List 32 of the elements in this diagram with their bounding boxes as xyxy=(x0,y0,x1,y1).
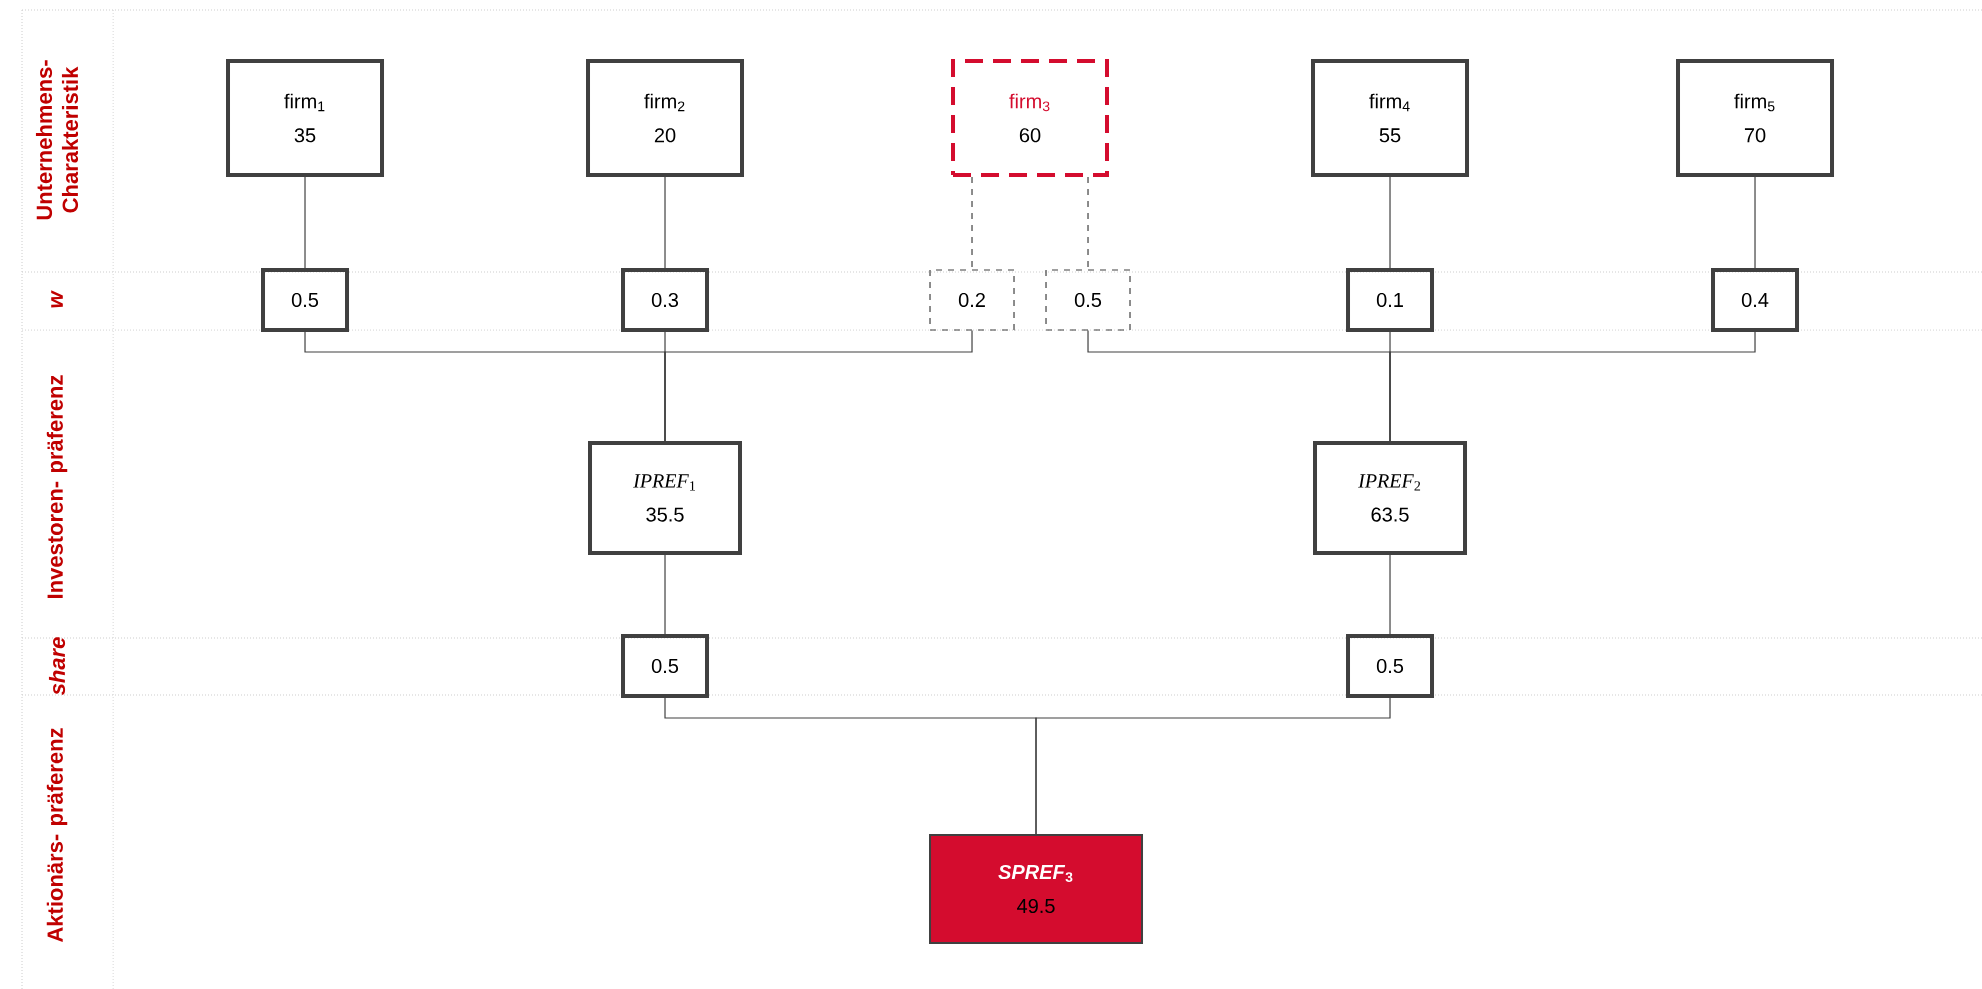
weight-box: 0.2 xyxy=(929,269,1015,331)
connector-line xyxy=(304,176,306,269)
preference-box: IPREF$_{1}$ 35.5 xyxy=(588,441,742,555)
connector-line xyxy=(971,176,973,270)
value-box: firm$_{4}$ 55 xyxy=(1311,59,1469,177)
connector-line xyxy=(1754,176,1756,269)
connector-line xyxy=(664,330,973,442)
row-label: share xyxy=(48,637,66,696)
connector-line xyxy=(1389,176,1391,269)
connector-line xyxy=(664,176,666,269)
weight-box: 0.5 xyxy=(1045,269,1131,331)
connector-line xyxy=(1389,554,1391,635)
weight-box: 0.5 xyxy=(1346,634,1434,698)
weight-box: 0.5 xyxy=(261,268,349,332)
connector-line xyxy=(1087,176,1089,270)
row-label: Investoren- präferenz xyxy=(46,375,68,598)
weight-box: 0.4 xyxy=(1711,268,1799,332)
value-box: firm$_{2}$ 20 xyxy=(586,59,744,177)
weight-box: 0.5 xyxy=(621,634,709,698)
value-box: firm$_{3}$ 60 xyxy=(951,59,1109,177)
row-label: w xyxy=(51,290,63,308)
row-label: Aktionärs- präferenz xyxy=(46,728,68,943)
connector-line xyxy=(664,554,666,635)
row-label: Unternehmens- Charakteristik xyxy=(35,60,79,220)
connector-line xyxy=(1035,697,1391,835)
value-box: firm$_{1}$ 35 xyxy=(226,59,384,177)
preference-box: IPREF$_{2}$ 63.5 xyxy=(1313,441,1467,555)
connector-line xyxy=(1389,331,1756,442)
weight-box: 0.1 xyxy=(1346,268,1434,332)
weight-box: 0.3 xyxy=(621,268,709,332)
result-box: SPREF$_{3}$ 49.5 xyxy=(929,834,1143,944)
value-box: firm$_{5}$ 70 xyxy=(1676,59,1834,177)
